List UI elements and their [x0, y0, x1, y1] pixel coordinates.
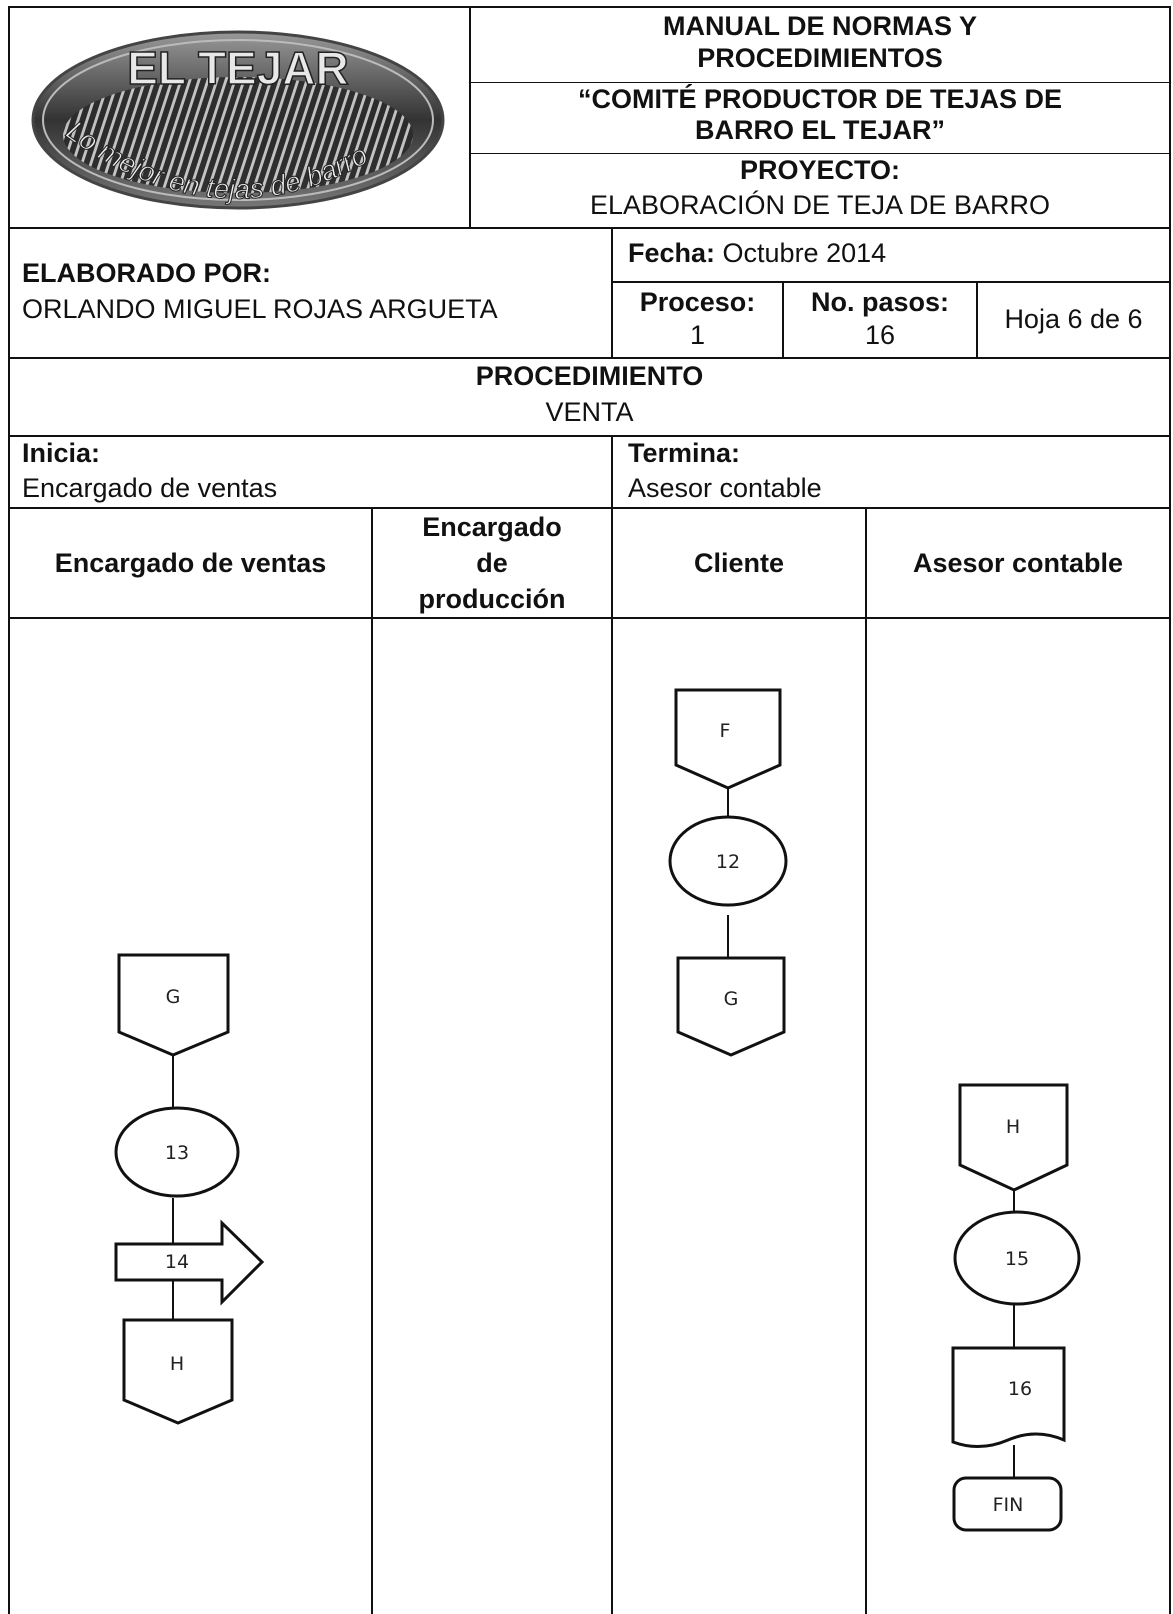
process-label: Proceso:: [639, 287, 756, 317]
logo-graphic: EL TEJAR Lo mejor en tejas de barro: [31, 30, 445, 210]
start-value: Encargado de ventas: [22, 473, 278, 503]
logo-title: EL TEJAR: [127, 42, 349, 94]
lane-header-sales: Encargado de ventas: [54, 548, 327, 578]
connector-h-in: [958, 1083, 1069, 1192]
logo: EL TEJAR Lo mejor en tejas de barro: [28, 20, 448, 220]
date-label: Fecha:: [628, 238, 716, 268]
step-14-label: 14: [165, 1251, 189, 1273]
sheet-number: Hoja 6 de 6: [1004, 304, 1143, 334]
process-value: 1: [689, 320, 706, 350]
step-13-label: 13: [165, 1142, 189, 1164]
connector-g-out-label: G: [724, 988, 739, 1010]
date-field: Fecha: Octubre 2014: [628, 238, 886, 269]
committee-line2: BARRO EL TEJAR”: [694, 115, 946, 145]
lane-header-accountant: Asesor contable: [912, 548, 1124, 578]
end-value: Asesor contable: [628, 473, 822, 503]
committee-line1: “COMITÉ PRODUCTOR DE TEJAS DE: [577, 84, 1063, 114]
prepared-by-label: ELABORADO POR:: [22, 258, 271, 288]
connector-f-label: F: [720, 720, 731, 742]
start-label: Inicia:: [22, 438, 101, 468]
connector-f: [674, 688, 782, 790]
end-terminal-label: FIN: [993, 1494, 1024, 1516]
step-13-operation: [114, 1106, 240, 1198]
connector-h-out: [122, 1318, 234, 1425]
step-14-transport: [114, 1219, 265, 1306]
prepared-by-value: ORLANDO MIGUEL ROJAS ARGUETA: [22, 294, 498, 324]
step-16-document: [951, 1346, 1066, 1448]
steps-value: 16: [864, 320, 896, 350]
connector-h-in-label: H: [1006, 1116, 1020, 1138]
date-value: Octubre 2014: [715, 238, 887, 268]
step-12-operation: [668, 815, 788, 907]
connector-g-in: [117, 953, 230, 1057]
lane-header-client: Cliente: [693, 548, 785, 578]
procedure-value: VENTA: [545, 397, 634, 427]
step-16-label: 16: [1008, 1378, 1032, 1400]
title-line1: MANUAL DE NORMAS Y: [662, 11, 978, 41]
project-value: ELABORACIÓN DE TEJA DE BARRO: [589, 190, 1051, 220]
lane-header-production-l1: Encargado: [422, 512, 562, 542]
end-terminal: [952, 1476, 1063, 1532]
step-15-label: 15: [1005, 1248, 1029, 1270]
step-12-label: 12: [716, 851, 740, 873]
end-label: Termina:: [628, 438, 741, 468]
lane-header-production-l3: producción: [418, 584, 566, 614]
connector-g-out: [676, 956, 786, 1057]
procedure-label: PROCEDIMIENTO: [475, 361, 704, 391]
lane-header-production-l2: de: [476, 548, 508, 578]
step-15-operation: [953, 1210, 1081, 1306]
connector-g-in-label: G: [166, 986, 181, 1008]
title-line2: PROCEDIMIENTOS: [697, 43, 943, 73]
project-label: PROYECTO:: [739, 155, 901, 185]
steps-label: No. pasos:: [810, 287, 950, 317]
connector-h-out-label: H: [170, 1353, 184, 1375]
